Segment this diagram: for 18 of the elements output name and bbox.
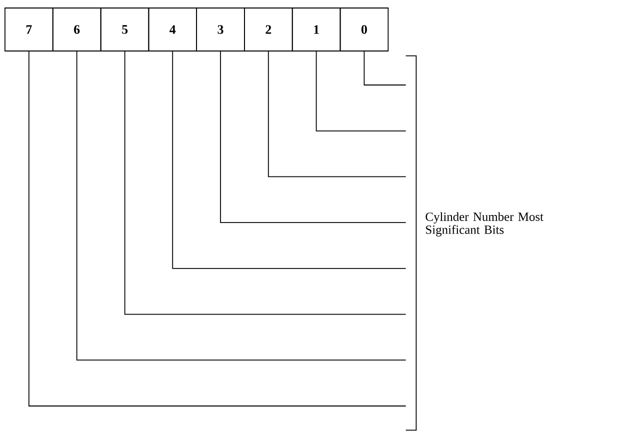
leader-line <box>28 51 406 406</box>
leader-line <box>172 51 406 269</box>
bit-box: 7 <box>4 8 54 52</box>
bit-box: 5 <box>100 8 150 52</box>
bit-box: 2 <box>244 8 293 52</box>
label-text: Cylinder Number Most Significant Bits <box>426 212 544 236</box>
leader-line <box>220 51 406 224</box>
bit-box: 0 <box>340 8 389 52</box>
bracket <box>405 55 417 431</box>
bit-box: 1 <box>292 8 341 52</box>
leader-line <box>124 51 406 315</box>
leader-line <box>76 51 406 361</box>
bit-box: 4 <box>148 8 197 52</box>
leader-line <box>268 51 406 178</box>
bit-box: 3 <box>196 8 245 52</box>
leader-line <box>316 51 406 132</box>
leader-line <box>364 51 406 86</box>
bit-box: 6 <box>52 8 102 52</box>
